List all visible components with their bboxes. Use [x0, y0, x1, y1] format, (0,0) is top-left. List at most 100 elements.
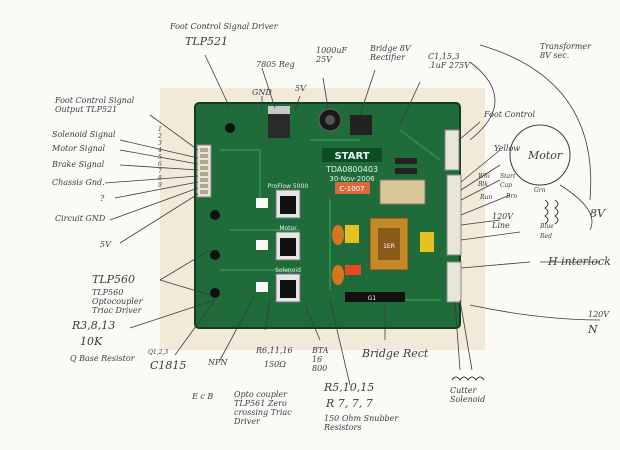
diode — [395, 168, 417, 174]
label-motor-signal: Motor Signal — [52, 144, 106, 153]
transistor — [210, 250, 220, 260]
pin-number: 7 — [158, 168, 162, 175]
board-part-number: TDA0800403 — [325, 165, 378, 174]
optocoupler — [256, 240, 268, 250]
label-r6-11-16: R6,11,16 — [256, 346, 293, 355]
label-snubber-resistors: 150 Ohm Snubber Resistors — [324, 414, 399, 432]
label-g1: G1 — [368, 295, 377, 302]
left-connector-pins — [200, 148, 208, 194]
label-transformer: Transformer 8V sec. — [540, 42, 591, 60]
leader-lines — [104, 44, 601, 386]
motor-circle — [509, 124, 571, 186]
label-h-interlock: H interlock — [548, 255, 611, 268]
label-solenoid: Solenoid — [275, 267, 301, 274]
film-capacitor — [332, 265, 344, 285]
label-motor: Motor — [279, 225, 297, 232]
pin-number: 1 — [158, 126, 162, 133]
film-capacitor — [332, 225, 344, 245]
pin-number: 3 — [158, 140, 162, 147]
coil-secondary — [554, 199, 559, 225]
triac-group — [275, 189, 301, 303]
bridge-rectifier-chip — [350, 115, 372, 135]
label-circuit-gnd: Circuit GND — [55, 214, 106, 223]
label-ecb: E c B — [192, 392, 214, 401]
label-black: Blk — [478, 181, 488, 188]
label-c1815: C1815 — [150, 359, 187, 372]
orange-capacitor — [345, 265, 361, 275]
label-motor: Motor — [528, 149, 563, 162]
transformer-part: 1ER — [383, 243, 395, 250]
label-npn: NPN — [208, 358, 228, 367]
label-start-cap: Start Cap — [500, 173, 516, 189]
label-foot-control: Foot Control — [484, 110, 536, 119]
label-10k: 10K — [80, 335, 103, 348]
label-brake-signal: Brake Signal — [52, 160, 105, 169]
optocoupler — [256, 198, 268, 208]
board-date: 30-Nov-2006 — [329, 175, 375, 183]
label-q-base-resistor: Q Base Resistor — [70, 354, 135, 363]
label-tlp560-title: TLP560 — [92, 273, 136, 286]
pin-number: 6 — [158, 161, 162, 168]
label-wire-blue: Blue — [540, 223, 554, 230]
label-run: Run — [480, 194, 493, 201]
right-connector-top — [444, 129, 460, 171]
sticker-label: C-1007 — [339, 185, 364, 193]
transistor — [210, 210, 220, 220]
small-capacitor — [225, 123, 235, 133]
bridge-rect-bottom — [345, 292, 405, 302]
label-n: N — [588, 323, 598, 336]
label-5v-top: 5V — [295, 84, 306, 93]
label-bta16: BTA 16 800 — [312, 346, 329, 373]
label-r7-7-7: R 7, 7, 7 — [326, 397, 373, 410]
label-c1-15-3: C1,15,3 .1uF 275V — [428, 52, 470, 70]
optocoupler — [256, 282, 268, 292]
label-yellow: Yellow — [494, 144, 521, 153]
label-120v-line: 120V Line — [492, 212, 514, 230]
sticker — [335, 182, 370, 194]
label-proflow: ProFlow 5000 — [268, 183, 309, 190]
label-cutter-solenoid: Cutter Solenoid — [450, 386, 486, 404]
label-7805-reg: 7805 Reg — [256, 60, 295, 69]
capacitor-top — [325, 115, 335, 125]
board-logo: START — [334, 151, 369, 162]
label-1000uf-cap: 1000uF 25V — [316, 46, 348, 64]
transistor — [210, 288, 220, 298]
label-r5-10-15: R5,10,15 — [324, 381, 375, 394]
label-chassis-gnd: Chassis Gnd. — [52, 178, 105, 187]
pin-number-list: 1 2 3 4 5 6 7 8 9 — [158, 126, 164, 189]
pin-number: 9 — [158, 182, 162, 189]
label-q1-2-3: Q1,2,3 — [148, 349, 169, 356]
coil-primary — [544, 199, 549, 225]
pin-number: 5 — [158, 154, 162, 161]
label-white: Whi — [478, 173, 490, 180]
label-tlp560: TLP560 Optocoupler Triac Driver — [92, 288, 143, 315]
right-connector-bottom — [446, 261, 462, 303]
label-150-ohm: 150Ω — [264, 360, 286, 369]
label-brown: Brn — [506, 193, 518, 200]
label-bridge-rect-bottom: Bridge Rect — [362, 347, 429, 360]
pcb-board — [195, 103, 460, 328]
label-5v-left: 5V — [100, 240, 111, 249]
label-tlp521: TLP521 — [185, 35, 229, 48]
left-connector — [196, 144, 212, 198]
pin-number: 2 — [158, 133, 162, 140]
diode — [395, 158, 417, 164]
right-connector-mid — [446, 174, 462, 256]
regulator-tab — [268, 106, 290, 114]
label-green: Grn — [534, 187, 546, 194]
label-question: ? — [100, 194, 105, 203]
label-r3-8-13: R3,8,13 — [72, 319, 116, 332]
yellow-capacitor — [345, 225, 359, 243]
yellow-capacitor — [420, 232, 434, 252]
label-gnd: GND — [252, 88, 272, 97]
cement-resistor — [379, 179, 426, 205]
label-foot-control-signal-driver: Foot Control Signal Driver — [170, 22, 278, 31]
label-8v: 8V — [590, 207, 605, 220]
transformer-core — [378, 228, 400, 260]
label-opto-zero-crossing: Opto coupler TLP561 Zero crossing Triac … — [234, 390, 292, 426]
regulator-7805 — [268, 112, 290, 138]
label-solenoid-signal: Solenoid Signal — [52, 130, 116, 139]
pin-number: 8 — [158, 175, 162, 182]
